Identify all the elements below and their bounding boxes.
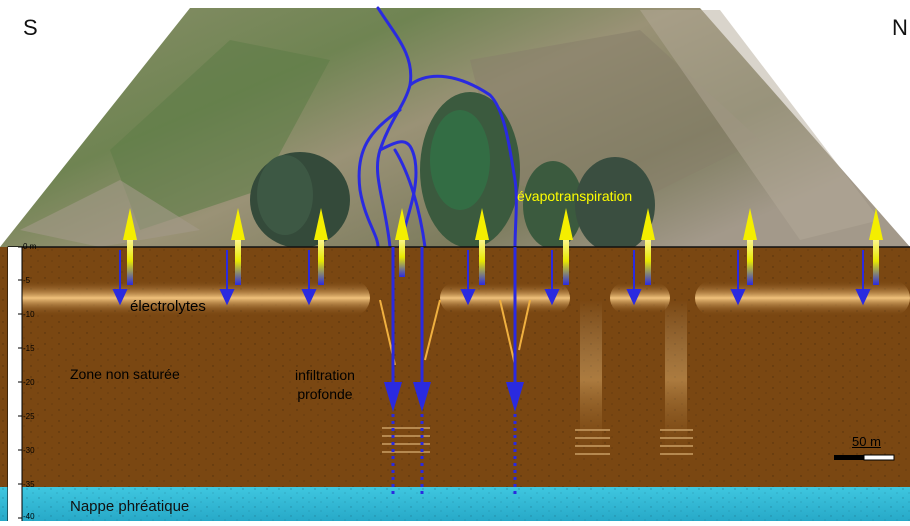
north-label: N	[892, 15, 908, 40]
down-arrow	[730, 250, 746, 306]
down-arrow	[301, 250, 317, 306]
depth-tick-0: 0 m	[23, 242, 37, 251]
scale-bar	[834, 454, 895, 461]
down-arrow	[544, 250, 560, 306]
landscape-patch	[110, 40, 330, 230]
evap-arrow	[641, 208, 655, 285]
infiltration-line1: infiltration	[295, 367, 355, 383]
evap-arrow	[231, 208, 245, 285]
depth-tick: -5	[23, 276, 31, 285]
down-arrow	[855, 250, 871, 306]
down-arrow	[460, 250, 476, 306]
depth-tick: -25	[23, 412, 35, 421]
evapotranspiration-arrows	[123, 208, 883, 285]
evapotranspiration-label: évapotranspiration	[517, 188, 633, 204]
evap-arrow	[475, 208, 489, 285]
evap-arrow	[559, 208, 573, 285]
depth-tick: -10	[23, 310, 35, 319]
depth-ruler	[7, 246, 23, 522]
evap-arrow	[743, 208, 757, 285]
deep-arrow	[506, 247, 524, 495]
down-arrow	[219, 250, 235, 306]
depth-tick: -20	[23, 378, 35, 387]
deep-arrow	[384, 247, 402, 495]
water-table-texture	[0, 487, 910, 521]
down-arrow	[112, 250, 128, 306]
unsaturated-zone-label: Zone non saturée	[70, 366, 180, 382]
evap-arrow	[314, 208, 328, 285]
water-table-label: Nappe phréatique	[70, 498, 190, 515]
depth-tick: -40	[23, 512, 35, 521]
landscape-patch	[20, 180, 200, 247]
depth-tick: -35	[23, 480, 35, 489]
depth-tick: -30	[23, 446, 35, 455]
scale-bar-label: 50 m	[852, 434, 881, 449]
down-arrow	[626, 250, 642, 306]
electrolytes-label: électrolytes	[130, 298, 206, 315]
depth-tick: -15	[23, 344, 35, 353]
tree-group	[250, 92, 655, 253]
infiltration-line2: profonde	[297, 386, 353, 402]
evap-arrow	[395, 208, 409, 277]
deep-infiltration-label: infiltration profonde	[295, 366, 355, 404]
deep-infiltration-arrows	[384, 247, 524, 495]
deep-arrow	[413, 247, 431, 495]
evap-arrow	[123, 208, 137, 285]
south-label: S	[23, 15, 38, 40]
shallow-infiltration-arrows	[112, 250, 871, 306]
landscape-patch	[640, 10, 880, 240]
evap-arrow	[869, 208, 883, 285]
